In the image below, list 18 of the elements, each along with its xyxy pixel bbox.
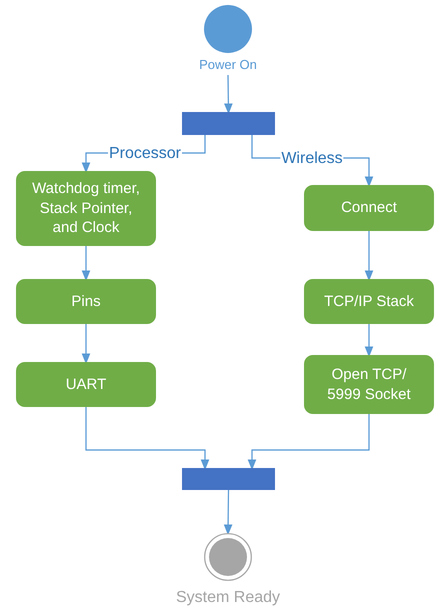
sync-bar <box>182 112 275 135</box>
action-box: Watchdog timer, Stack Pointer, and Clock <box>16 171 156 246</box>
arrow <box>82 246 90 280</box>
action-box: Pins <box>16 279 156 324</box>
sync-bar <box>182 468 275 490</box>
node-label: Power On <box>199 57 257 72</box>
arrow <box>224 490 232 534</box>
arrow <box>248 414 370 470</box>
arrow <box>224 75 233 114</box>
arrow <box>82 324 90 364</box>
arrow <box>85 407 210 470</box>
node-label: System Ready <box>176 589 280 607</box>
action-box: TCP/IP Stack <box>304 279 434 324</box>
action-box: Open TCP/ 5999 Socket <box>304 355 434 414</box>
arrow <box>364 324 374 356</box>
action-box: Connect <box>304 185 434 231</box>
arrow <box>364 231 374 280</box>
action-box: UART <box>16 362 156 407</box>
